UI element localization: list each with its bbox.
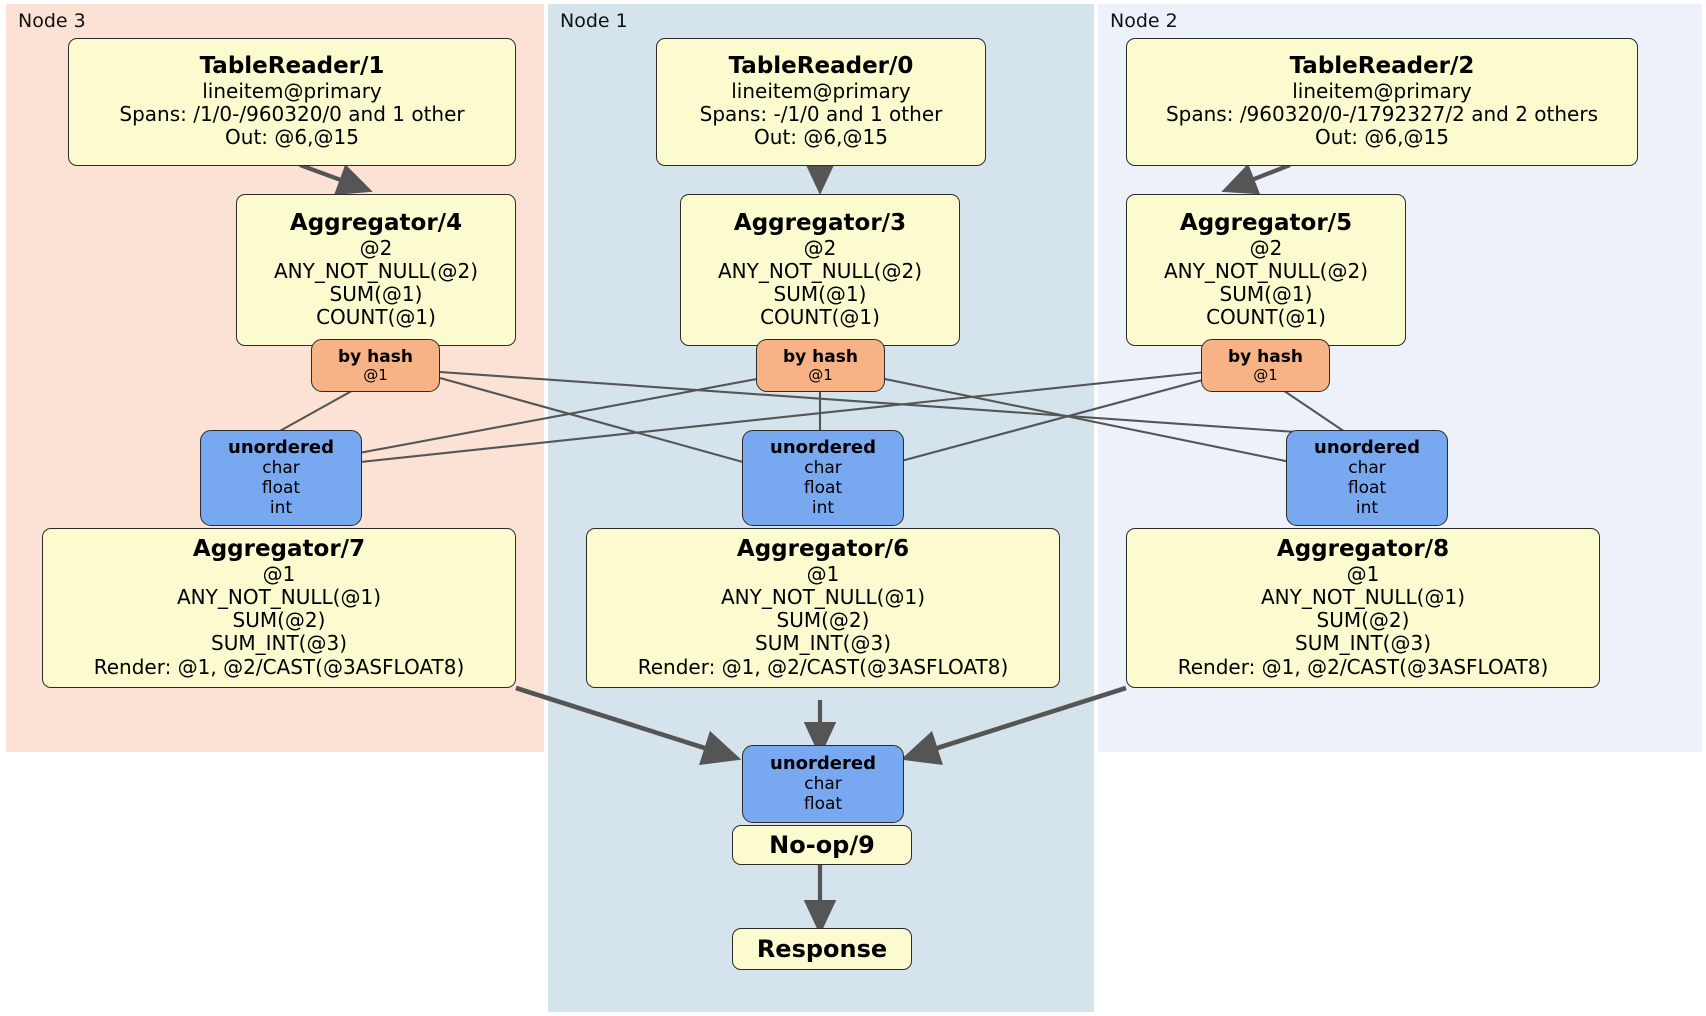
processor-title: Aggregator/4	[289, 209, 463, 236]
processor-detail: lineitem@primary	[1292, 79, 1472, 104]
processor-detail: SUM_INT(@3)	[755, 631, 891, 656]
stream-unordered-left[interactable]: unordered char float int	[200, 430, 362, 526]
processor-detail: Spans: /1/0-/960320/0 and 1 other	[119, 102, 465, 127]
processor-detail: SUM(@1)	[329, 281, 423, 306]
processor-aggregator-8[interactable]: Aggregator/8 @1 ANY_NOT_NULL(@1) SUM(@2)…	[1126, 528, 1600, 688]
router-title: by hash	[1228, 346, 1303, 367]
processor-detail: Spans: -/1/0 and 1 other	[699, 102, 943, 127]
stream-type: int	[811, 498, 835, 519]
stream-unordered-final[interactable]: unordered char float	[742, 745, 904, 823]
router-title: by hash	[783, 346, 858, 367]
processor-detail: @1	[806, 561, 840, 586]
processor-detail: SUM_INT(@3)	[211, 631, 347, 656]
router-by-hash-center[interactable]: by hash @1	[756, 339, 885, 392]
processor-detail: SUM(@1)	[1219, 281, 1313, 306]
router-by-hash-left[interactable]: by hash @1	[311, 339, 440, 392]
stream-type: char	[804, 458, 842, 479]
processor-detail: SUM(@2)	[1316, 608, 1410, 633]
processor-noop-9[interactable]: No-op/9	[732, 825, 912, 865]
processor-aggregator-6[interactable]: Aggregator/6 @1 ANY_NOT_NULL(@1) SUM(@2)…	[586, 528, 1060, 688]
processor-detail: ANY_NOT_NULL(@2)	[1164, 258, 1368, 283]
router-detail: @1	[808, 365, 833, 384]
processor-render: Render: @1, @2/CAST(@3ASFLOAT8)	[637, 654, 1009, 679]
processor-title: TableReader/1	[199, 53, 385, 80]
processor-detail: SUM(@2)	[232, 608, 326, 633]
router-by-hash-right[interactable]: by hash @1	[1201, 339, 1330, 392]
router-detail: @1	[363, 365, 388, 384]
processor-detail: Out: @6,@15	[225, 125, 359, 150]
processor-detail: @2	[359, 235, 393, 260]
processor-title: Aggregator/7	[192, 536, 366, 563]
processor-detail: Out: @6,@15	[1315, 125, 1449, 150]
processor-detail: Out: @6,@15	[754, 125, 888, 150]
node-panel-label: Node 3	[18, 10, 86, 32]
processor-tablereader-0[interactable]: TableReader/0 lineitem@primary Spans: -/…	[656, 38, 986, 166]
processor-detail: Spans: /960320/0-/1792327/2 and 2 others	[1165, 102, 1598, 127]
processor-detail: @1	[1346, 561, 1380, 586]
processor-detail: COUNT(@1)	[760, 305, 880, 330]
router-detail: @1	[1253, 365, 1278, 384]
stream-title: unordered	[1314, 436, 1420, 458]
node-panel-label: Node 1	[560, 10, 628, 32]
processor-aggregator-4[interactable]: Aggregator/4 @2 ANY_NOT_NULL(@2) SUM(@1)…	[236, 194, 516, 346]
stream-type: int	[1355, 498, 1379, 519]
processor-detail: lineitem@primary	[731, 79, 911, 104]
stream-unordered-center[interactable]: unordered char float int	[742, 430, 904, 526]
processor-title: Aggregator/8	[1276, 536, 1450, 563]
processor-aggregator-5[interactable]: Aggregator/5 @2 ANY_NOT_NULL(@2) SUM(@1)…	[1126, 194, 1406, 346]
processor-detail: @2	[1249, 235, 1283, 260]
stream-type: float	[803, 794, 843, 815]
stream-title: unordered	[770, 436, 876, 458]
stream-title: unordered	[770, 752, 876, 774]
processor-title: Aggregator/5	[1179, 209, 1353, 236]
processor-detail: @2	[803, 235, 837, 260]
processor-title: TableReader/0	[728, 53, 914, 80]
processor-tablereader-2[interactable]: TableReader/2 lineitem@primary Spans: /9…	[1126, 38, 1638, 166]
node-panel-label: Node 2	[1110, 10, 1178, 32]
processor-aggregator-3[interactable]: Aggregator/3 @2 ANY_NOT_NULL(@2) SUM(@1)…	[680, 194, 960, 346]
processor-detail: lineitem@primary	[202, 79, 382, 104]
processor-detail: SUM(@1)	[773, 281, 867, 306]
processor-detail: ANY_NOT_NULL(@1)	[1261, 585, 1465, 610]
processor-detail: @1	[262, 561, 296, 586]
processor-detail: ANY_NOT_NULL(@2)	[274, 258, 478, 283]
processor-title: Aggregator/3	[733, 209, 907, 236]
stream-title: unordered	[228, 436, 334, 458]
processor-detail: SUM_INT(@3)	[1295, 631, 1431, 656]
processor-detail: ANY_NOT_NULL(@2)	[718, 258, 922, 283]
stream-type: char	[1348, 458, 1386, 479]
stream-unordered-right[interactable]: unordered char float int	[1286, 430, 1448, 526]
processor-detail: COUNT(@1)	[1206, 305, 1326, 330]
stream-type: float	[1347, 478, 1387, 499]
stream-type: char	[804, 774, 842, 795]
processor-detail: COUNT(@1)	[316, 305, 436, 330]
processor-detail: ANY_NOT_NULL(@1)	[177, 585, 381, 610]
processor-render: Render: @1, @2/CAST(@3ASFLOAT8)	[1177, 654, 1549, 679]
processor-aggregator-7[interactable]: Aggregator/7 @1 ANY_NOT_NULL(@1) SUM(@2)…	[42, 528, 516, 688]
processor-detail: ANY_NOT_NULL(@1)	[721, 585, 925, 610]
stream-type: int	[269, 498, 293, 519]
processor-tablereader-1[interactable]: TableReader/1 lineitem@primary Spans: /1…	[68, 38, 516, 166]
stream-type: float	[803, 478, 843, 499]
processor-render: Render: @1, @2/CAST(@3ASFLOAT8)	[93, 654, 465, 679]
processor-title: No-op/9	[769, 831, 875, 859]
router-title: by hash	[338, 346, 413, 367]
processor-response[interactable]: Response	[732, 928, 912, 970]
stream-type: float	[261, 478, 301, 499]
processor-title: TableReader/2	[1289, 53, 1475, 80]
processor-title: Aggregator/6	[736, 536, 910, 563]
processor-detail: SUM(@2)	[776, 608, 870, 633]
processor-title: Response	[756, 935, 888, 963]
stream-type: char	[262, 458, 300, 479]
